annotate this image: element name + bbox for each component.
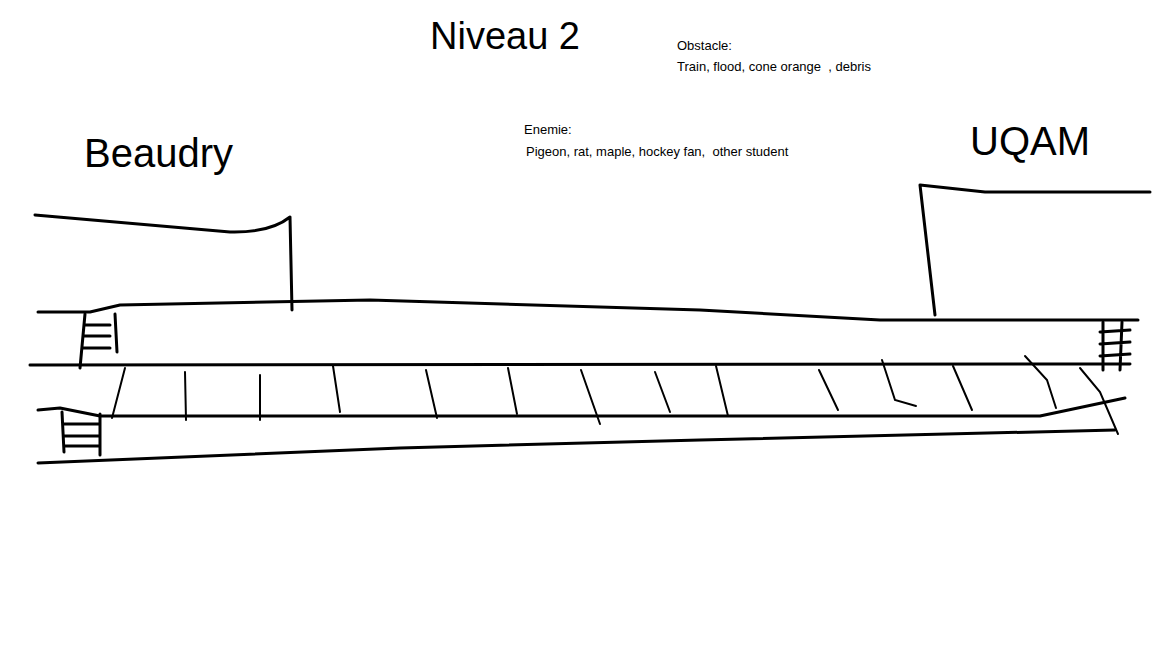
- level-title: Niveau 2: [430, 17, 580, 55]
- beaudry-building: [35, 215, 292, 310]
- stairs: [62, 412, 100, 455]
- uqam-building: [920, 185, 1150, 315]
- obstacle-list: Train, flood, cone orange , debris: [677, 60, 871, 73]
- rail-line: [30, 364, 1130, 365]
- enemy-heading: Enemie:: [524, 123, 572, 136]
- platform-bottom: [38, 430, 1115, 463]
- rail-ties: [112, 356, 1118, 434]
- rail-line: [38, 398, 1125, 416]
- enemy-list: Pigeon, rat, maple, hockey fan, other st…: [526, 145, 788, 158]
- platform-top: [38, 300, 1138, 320]
- stairs: [80, 314, 117, 368]
- station-name: Beaudry: [84, 133, 233, 173]
- station-name: UQAM: [970, 121, 1090, 161]
- stairs: [1100, 322, 1130, 370]
- obstacle-heading: Obstacle:: [677, 39, 732, 52]
